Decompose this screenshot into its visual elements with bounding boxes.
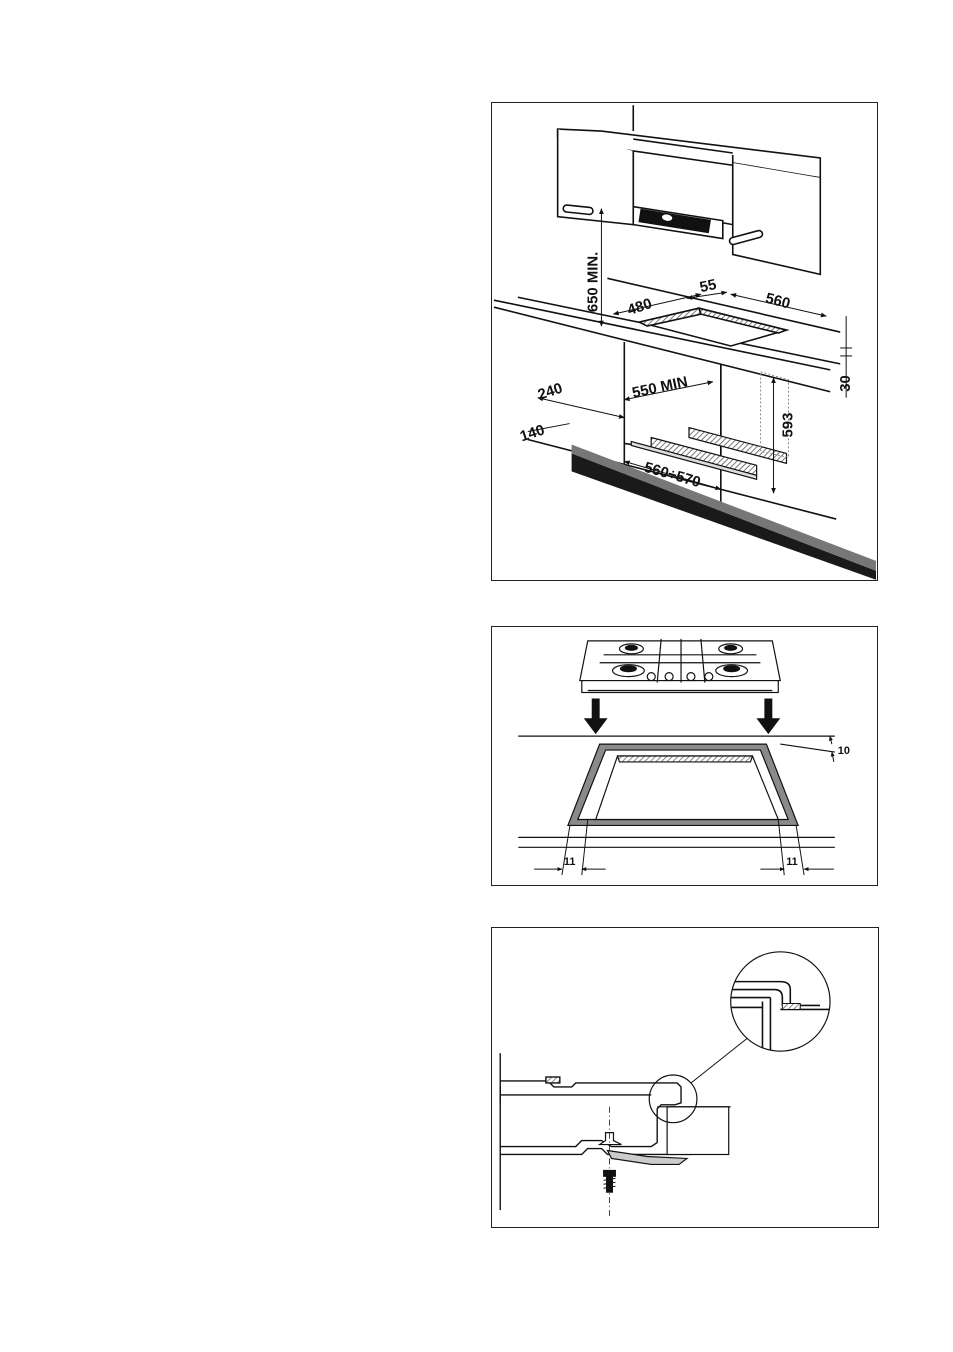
label-11-left: 11 xyxy=(564,856,576,868)
dim-line-10a xyxy=(830,736,832,744)
fixing-screw-icon xyxy=(604,1170,616,1192)
label-480: 480 xyxy=(625,295,654,319)
fixing-bracket-diagram xyxy=(491,927,879,1228)
fixing-drawing xyxy=(492,928,878,1227)
burner-front-left xyxy=(613,665,645,677)
label-11-right: 11 xyxy=(786,856,798,868)
installation-diagram: 650 MIN. 480 55 560 30 550 MIN 240 140 5… xyxy=(491,102,878,581)
wall-cabinets xyxy=(558,105,821,274)
burner-rear-left xyxy=(620,644,644,654)
burner-rear-right xyxy=(719,644,743,654)
detail-connector xyxy=(691,1037,749,1083)
label-560: 560 xyxy=(764,290,792,313)
hob-cross-section xyxy=(500,1077,691,1154)
label-650-min: 650 MIN. xyxy=(584,252,601,312)
installation-drawing: 650 MIN. 480 55 560 30 550 MIN 240 140 5… xyxy=(492,103,877,580)
dim-line-240 xyxy=(538,398,625,418)
burner-front-right xyxy=(716,665,748,677)
label-55: 55 xyxy=(698,276,718,296)
label-593: 593 xyxy=(779,413,796,438)
worktop-block xyxy=(667,1107,729,1155)
arrow-down-right-icon xyxy=(756,698,780,734)
label-240: 240 xyxy=(536,380,565,404)
gas-hob xyxy=(580,639,780,693)
hob-insertion-diagram: 10 11 11 xyxy=(491,626,878,886)
floor-plinth xyxy=(572,453,876,579)
dim-line-10b xyxy=(832,752,834,762)
label-140: 140 xyxy=(518,421,547,445)
label-550-min: 550 MIN xyxy=(631,373,690,401)
label-30: 30 xyxy=(837,375,854,392)
sealing-gasket xyxy=(568,744,798,825)
label-10: 10 xyxy=(838,745,850,757)
insertion-drawing: 10 11 11 xyxy=(492,627,877,885)
arrow-down-left-icon xyxy=(584,698,608,734)
zoomed-detail xyxy=(721,952,830,1051)
